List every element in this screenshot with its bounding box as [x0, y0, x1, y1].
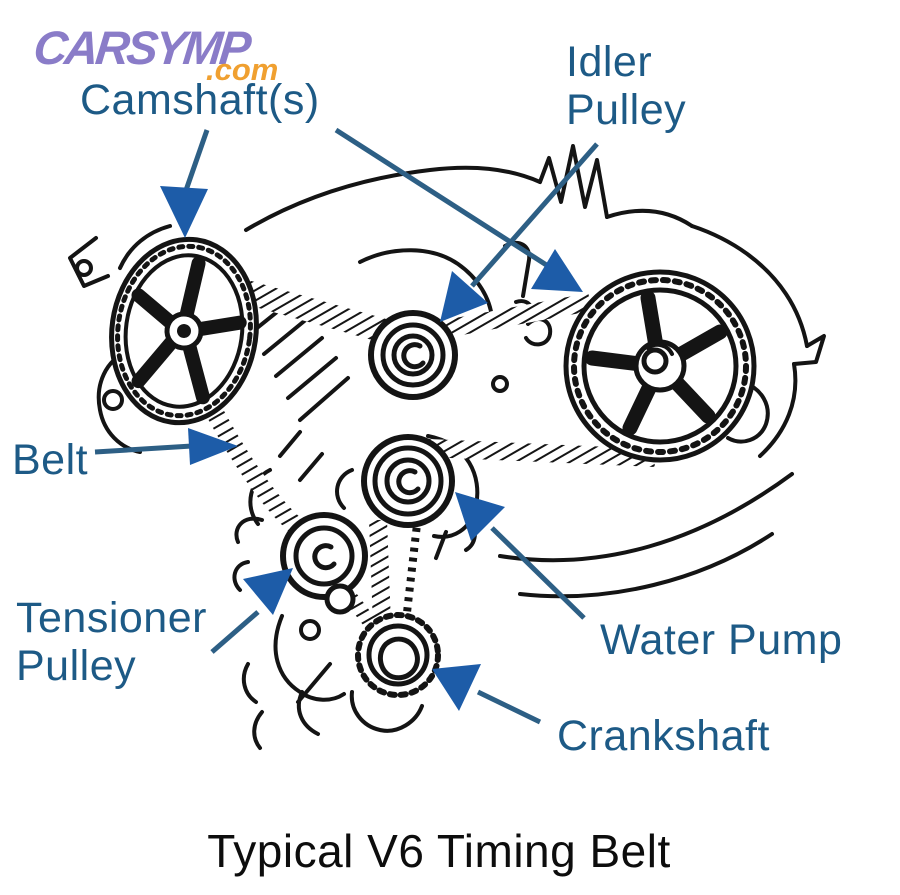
- idler-arrowhead: [440, 271, 488, 322]
- camshaft-right-pointer: [334, 127, 583, 292]
- camshaft-left-pointer: [160, 129, 210, 238]
- water-pump-arrowhead: [455, 492, 505, 541]
- belt-run-left-down: [200, 395, 314, 543]
- belt-run-vertical: [369, 519, 391, 626]
- camshaft-left-arrowhead: [160, 186, 208, 238]
- belt-label: Belt: [12, 436, 89, 484]
- crankshaft-label: Crankshaft: [557, 712, 770, 760]
- water-pump-pulley: [361, 434, 455, 528]
- right-camshaft-sprocket: [563, 269, 757, 463]
- belt-run-lower-right: [427, 439, 656, 467]
- idler-pulley: [368, 310, 458, 400]
- pointers: [94, 127, 599, 725]
- tensioner-pulley-label: Tensioner Pulley: [16, 594, 207, 690]
- tensioner-arrowhead: [243, 568, 293, 615]
- belt-arrowhead: [188, 428, 238, 465]
- crankshaft-pointer: [432, 664, 542, 725]
- tensioner-pulley: [280, 512, 368, 641]
- tensioner-pulley-label-line2: Pulley: [16, 642, 137, 691]
- water-pump-pointer: [455, 492, 586, 620]
- engine-outline: [68, 144, 826, 750]
- logo-tld-text: .com: [206, 52, 279, 87]
- idler-pointer: [440, 142, 599, 322]
- belt-run-top-right: [438, 293, 592, 339]
- tensioner-pointer: [210, 568, 293, 654]
- idler-pulley-label: Idler Pulley: [566, 38, 686, 134]
- crankshaft-sprocket: [355, 612, 441, 698]
- left-camshaft-sprocket: [109, 236, 259, 426]
- idler-pulley-label-line1: Idler: [566, 38, 653, 86]
- belt-pointer: [94, 428, 238, 465]
- water-pump-label: Water Pump: [600, 616, 843, 664]
- logo: CARSYMP .com: [31, 20, 294, 87]
- idler-pulley-label-line2: Pulley: [566, 86, 687, 135]
- tensioner-pulley-label-line1: Tensioner: [16, 594, 207, 642]
- camshaft-label: Camshaft(s): [80, 76, 320, 124]
- caption: Typical V6 Timing Belt: [207, 825, 671, 877]
- camshaft-right-arrowhead: [531, 249, 583, 292]
- crankshaft-arrowhead: [432, 664, 481, 711]
